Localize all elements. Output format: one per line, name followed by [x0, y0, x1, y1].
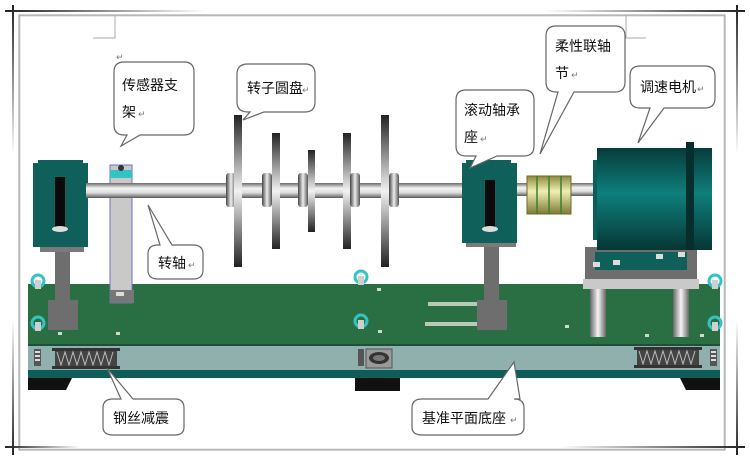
pilcrow-mark: ↵ [302, 86, 310, 96]
callout-sensor-bracket: 传感器支 架 ↵ ↵ [113, 53, 195, 148]
wire-damper-right [634, 347, 717, 368]
pilcrow-mark: ↵ [510, 416, 518, 426]
pilcrow-mark: ↵ [138, 110, 146, 120]
callout-text: 滚动轴承 [464, 102, 520, 119]
pilcrow-mark: ↵ [188, 261, 196, 271]
callout-text: 架 [122, 105, 136, 121]
center-connector [358, 348, 393, 369]
callout-rotor-disk: 转子圆盘 ↵ [236, 63, 316, 121]
callout-text: 转轴 [158, 256, 186, 272]
picture-frame [5, 5, 745, 455]
callout-text: 转子圆盘 [247, 80, 303, 97]
pilcrow-mark: ↵ [480, 135, 488, 145]
callout-text: 调速电机 [640, 80, 696, 96]
flexible-coupling [526, 175, 572, 215]
callout-flexible-coupling: 柔性联轴 节 ↵ [539, 25, 626, 155]
callout-shaft: 转轴 ↵ [147, 204, 204, 280]
right-bearing-seat [462, 160, 517, 330]
pilcrow-mark: ↵ [697, 85, 705, 95]
callout-speed-motor: 调速电机 ↵ [629, 65, 716, 144]
callout-text: 基准平面底座 [422, 410, 506, 427]
pilcrow-mark: ↵ [116, 53, 124, 63]
wire-damper-left [34, 348, 120, 369]
callout-text: 钢丝减震 [113, 411, 169, 427]
callout-text: 传感器支 [122, 77, 178, 94]
pilcrow-mark: ↵ [571, 71, 579, 81]
speed-motor [583, 142, 712, 337]
callout-wire-damper: 钢丝减震 [102, 367, 185, 436]
left-bearing-seat [33, 160, 88, 330]
sensor-bracket [109, 164, 134, 304]
rotor-disks [226, 115, 399, 267]
callout-base-plate: 基准平面底座 ↵ [411, 360, 525, 436]
callout-text: 柔性联轴 [555, 39, 611, 55]
callout-text: 座 [464, 130, 478, 146]
callout-text: 节 [555, 66, 569, 82]
callout-rolling-bearing-seat: 滚动轴承 座 ↵ [455, 89, 535, 170]
